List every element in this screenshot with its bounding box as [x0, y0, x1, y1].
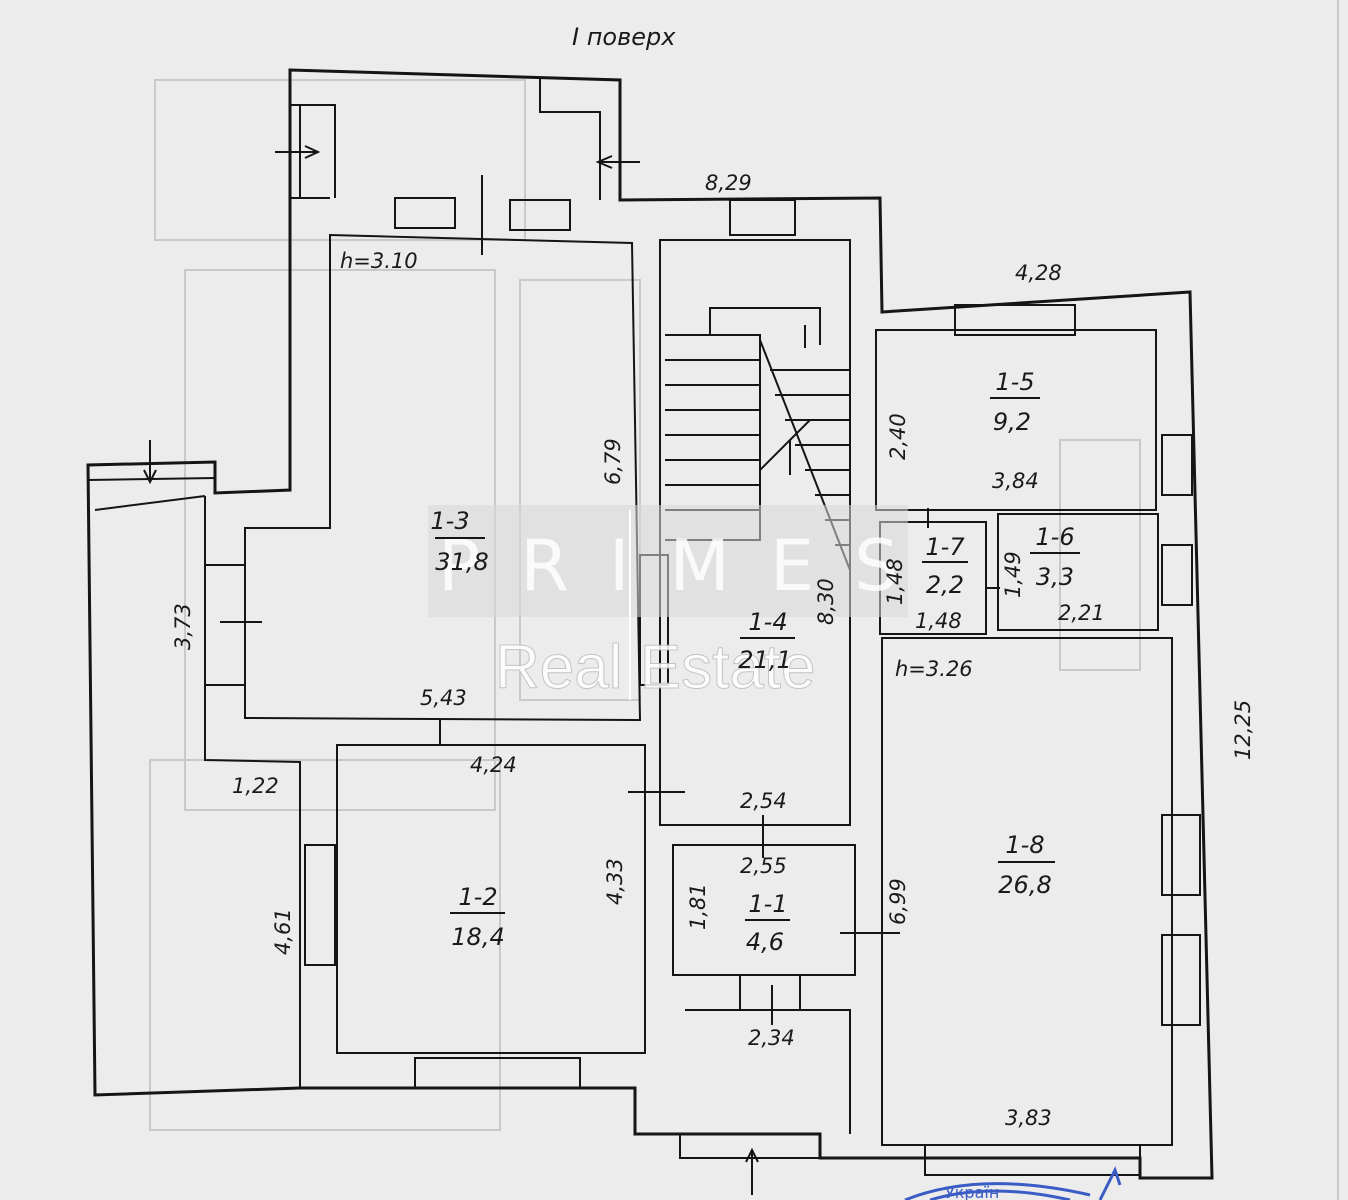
dim-8-30: 8,30	[814, 578, 838, 625]
dim-12-25: 12,25	[1231, 700, 1255, 760]
watermark-primes: PRIMES	[438, 525, 939, 607]
room-area-1-4: 21,1	[738, 646, 791, 674]
room-id-1-4: 1-4	[748, 608, 787, 636]
dim-4-33: 4,33	[603, 858, 627, 905]
room-area-1-7: 2,2	[926, 571, 964, 599]
dim-2-21: 2,21	[1058, 601, 1105, 625]
dim-1-81: 1,81	[686, 883, 710, 930]
room-id-1-1: 1-1	[748, 890, 787, 918]
dim-5-43: 5,43	[420, 686, 467, 710]
floor-title: I поверх	[572, 23, 676, 51]
dim-3-83: 3,83	[1005, 1106, 1052, 1130]
dim-4-28: 4,28	[1015, 261, 1062, 285]
dimension-labels: 8,29 4,28 6,79 3,73 5,43 4,24 1,22 4,61 …	[171, 171, 1255, 1130]
dim-3-84: 3,84	[992, 469, 1039, 493]
room-area-1-5: 9,2	[993, 408, 1031, 436]
height-label-2: h=3.26	[895, 657, 973, 681]
dim-3-73: 3,73	[171, 603, 195, 650]
watermark-real-estate: Real Estate	[495, 633, 816, 702]
room-area-1-1: 4,6	[746, 928, 784, 956]
dim-6-99: 6,99	[886, 878, 910, 925]
dim-1-48-vertical: 1,48	[883, 558, 907, 605]
room-id-1-5: 1-5	[995, 368, 1034, 396]
height-label-1: h=3.10	[340, 249, 418, 273]
background-ghost-lines	[149, 0, 1339, 1200]
dim-8-29: 8,29	[705, 171, 752, 195]
room-area-1-6: 3,3	[1036, 563, 1074, 591]
dim-1-49: 1,49	[1001, 551, 1025, 598]
room-id-1-8: 1-8	[1005, 831, 1044, 859]
room-id-1-7: 1-7	[925, 533, 965, 561]
dim-6-79: 6,79	[601, 438, 625, 485]
room-id-1-6: 1-6	[1035, 523, 1074, 551]
dim-2-34: 2,34	[748, 1026, 795, 1050]
stamp-text: Україн	[945, 1183, 999, 1200]
room-area-1-3: 31,8	[435, 548, 488, 576]
dim-4-61: 4,61	[271, 908, 295, 955]
dim-1-48: 1,48	[915, 609, 962, 633]
room-id-1-2: 1-2	[458, 883, 497, 911]
dim-2-55: 2,55	[740, 854, 787, 878]
room-area-1-8: 26,8	[998, 871, 1051, 899]
room-id-1-3: 1-3	[430, 507, 469, 535]
dim-2-40: 2,40	[886, 413, 910, 460]
dim-2-54: 2,54	[740, 789, 787, 813]
entry-arrows	[143, 145, 1000, 1195]
outer-walls	[86, 68, 1214, 1180]
room-labels: 1-3 31,8 1-2 18,4 1-1 4,6 1-4 21,1 1-5 9…	[430, 368, 1080, 956]
watermark: PRIMES Real Estate	[428, 505, 939, 703]
dim-1-22: 1,22	[232, 774, 279, 798]
dim-4-24: 4,24	[470, 753, 517, 777]
room-area-1-2: 18,4	[451, 923, 504, 951]
stamp: Україн	[904, 1166, 1122, 1200]
